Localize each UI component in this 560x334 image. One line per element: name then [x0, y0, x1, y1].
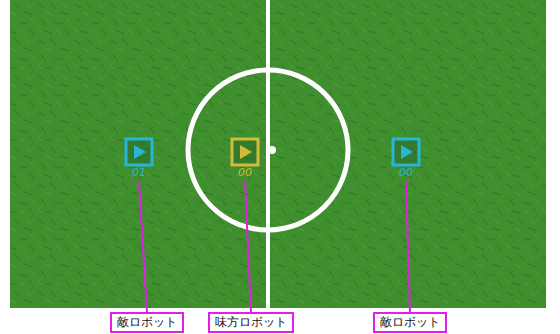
leader-line: [139, 182, 147, 312]
robot-marker: 00: [389, 137, 423, 179]
robot-label: 敵ロボット: [117, 315, 177, 330]
robot-marker: 01: [122, 137, 156, 179]
grass: [10, 0, 546, 308]
robot-icon: [230, 137, 260, 167]
leader-line: [406, 182, 410, 312]
robot-label: 敵ロボット: [380, 315, 440, 330]
robot-number: 00: [389, 167, 423, 179]
center-line: [266, 0, 270, 308]
ball: [268, 146, 276, 154]
label-box: 味方ロボット: [208, 312, 294, 333]
robot-number: 01: [122, 167, 156, 179]
robot-icon: [124, 137, 154, 167]
robot-label: 味方ロボット: [215, 315, 287, 330]
robot-number: 00: [228, 167, 262, 179]
label-box: 敵ロボット: [373, 312, 447, 333]
leader-line: [245, 182, 251, 312]
robot-icon: [391, 137, 421, 167]
label-box: 敵ロボット: [110, 312, 184, 333]
robot-marker: 00: [228, 137, 262, 179]
